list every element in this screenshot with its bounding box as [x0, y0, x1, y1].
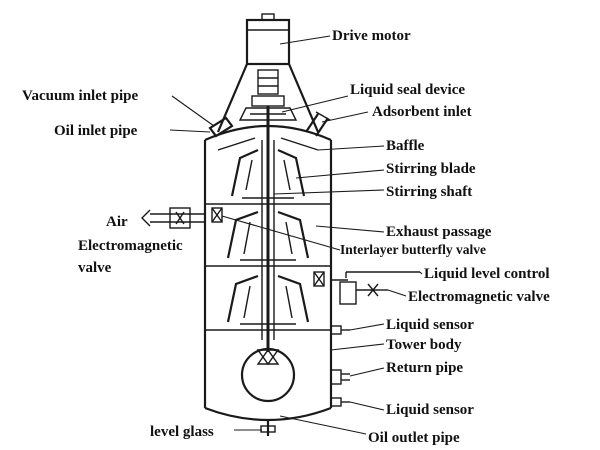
label-air: Air: [106, 214, 128, 230]
leader-lines: [169, 35, 423, 435]
oil-outlet: [260, 420, 276, 436]
label-electromagnetic-valve-right: Electromagnetic valve: [408, 289, 550, 305]
label-stirring-shaft: Stirring shaft: [386, 184, 472, 200]
label-level-glass: level glass: [150, 424, 214, 440]
label-liquid-sensor-lower: Liquid sensor: [386, 402, 474, 418]
bottom-sphere: [240, 347, 296, 403]
drive-motor: [245, 13, 291, 66]
liquid-level-control: [331, 271, 420, 305]
vacuum-inlet-nozzle: [208, 116, 234, 138]
liquid-sensor-upper-stub: [330, 325, 350, 335]
label-vacuum-inlet-pipe: Vacuum inlet pipe: [22, 88, 138, 104]
label-drive-motor: Drive motor: [332, 28, 411, 44]
label-exhaust-passage: Exhaust passage: [386, 224, 492, 240]
baffle: [217, 137, 319, 151]
label-tower-body: Tower body: [386, 337, 462, 353]
label-oil-inlet-pipe: Oil inlet pipe: [54, 123, 138, 139]
label-liquid-seal-device: Liquid seal device: [350, 82, 465, 98]
label-electromagnetic-left-1: Electromagnetic: [78, 238, 183, 254]
label-electromagnetic-left-2: valve: [78, 260, 112, 276]
stirring-blade-stage-1: [230, 148, 306, 199]
label-oil-outlet-pipe: Oil outlet pipe: [368, 430, 460, 446]
label-baffle: Baffle: [386, 138, 425, 154]
exhaust-passage: [211, 207, 325, 287]
stirring-blade-stage-3: [226, 274, 310, 325]
label-return-pipe: Return pipe: [386, 360, 463, 376]
air-electromagnetic-valve: [141, 207, 205, 229]
label-liquid-level-control: Liquid level control: [424, 266, 550, 282]
label-stirring-blade: Stirring blade: [386, 161, 476, 177]
label-adsorbent-inlet: Adsorbent inlet: [372, 104, 472, 120]
labels: Drive motor Vacuum inlet pipe Liquid sea…: [22, 28, 550, 446]
label-liquid-sensor-upper: Liquid sensor: [386, 317, 474, 333]
return-pipe-stub: [330, 369, 350, 385]
label-interlayer-butterfly-valve: Interlayer butterfly valve: [340, 242, 486, 257]
liquid-sensor-lower-stub: [330, 397, 350, 407]
